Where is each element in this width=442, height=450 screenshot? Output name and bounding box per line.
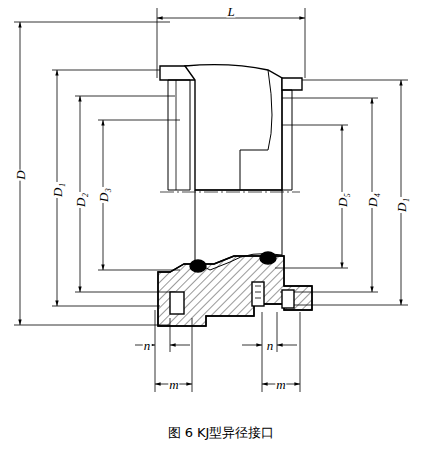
coupling-body <box>158 65 312 326</box>
dimension-label: m <box>168 378 179 391</box>
diameter-label: D₁ <box>395 197 408 213</box>
center-line <box>160 192 300 193</box>
dimension-lines <box>14 8 408 392</box>
diameter-label: D₄ <box>366 192 379 208</box>
diameter-label: D₃ <box>97 187 110 203</box>
diameter-label: D₁ <box>51 182 64 198</box>
dimension-label: n <box>266 339 275 352</box>
figure-caption: 图 6 KJ型异径接口 <box>168 424 275 442</box>
dimension-label: m <box>275 378 286 391</box>
dimension-label: n <box>143 339 152 352</box>
diameter-label: D₅ <box>336 192 349 208</box>
diameter-label: D₂ <box>74 192 87 208</box>
diameter-label: D <box>14 169 27 180</box>
dimension-label: L <box>226 5 235 18</box>
